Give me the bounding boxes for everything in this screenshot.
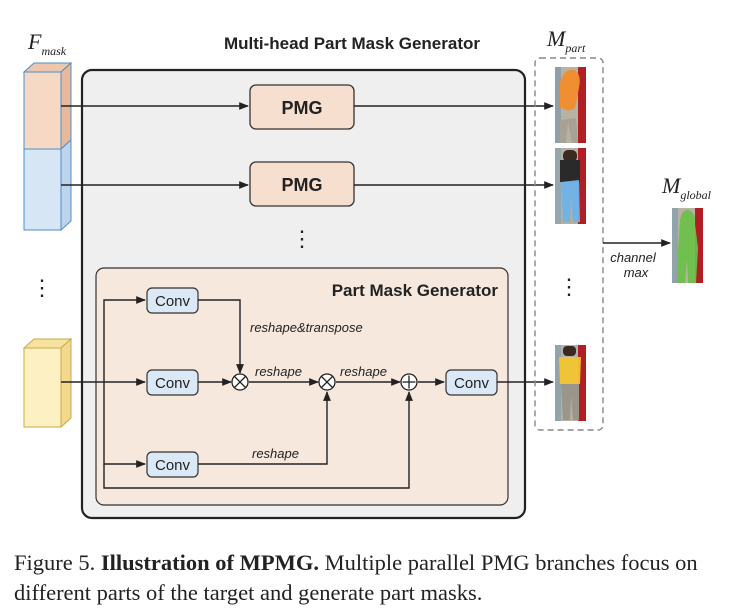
global-mask-image: [672, 208, 703, 283]
residual-path: [103, 391, 413, 489]
caption-prefix: Figure 5.: [14, 550, 96, 575]
feature-block-yellow: [22, 337, 73, 429]
pmg-block-1-label: PMG: [281, 98, 322, 118]
conv-block-top-label: Conv: [155, 293, 191, 310]
channel-max-label-line2: max: [624, 265, 649, 280]
pmg-block-1: [249, 84, 355, 130]
feature-block-orange: [22, 61, 73, 151]
m-global-label: Mglobal: [661, 173, 712, 202]
pmg-block-2-label: PMG: [281, 175, 322, 195]
part-masks-region: [534, 57, 604, 431]
edge-label-reshape-2: reshape: [340, 364, 387, 379]
edge-label-reshape-1: reshape: [255, 364, 302, 379]
multiply-op-1: [231, 373, 249, 391]
pmg-ellipsis: ⋮: [291, 226, 313, 251]
arrow-conv-top-to-mul-1: [198, 299, 244, 374]
figure-caption: Figure 5. Illustration of MPMG. Multiple…: [14, 548, 719, 608]
branch-to-conv-top: [103, 296, 146, 382]
multiply-op-2: [318, 373, 336, 391]
pmg-detail-title: Part Mask Generator: [332, 281, 499, 300]
edge-label-reshape-3: reshape: [252, 446, 299, 461]
conv-block-mid-label: Conv: [155, 375, 191, 392]
part-mask-image-3: [555, 345, 586, 421]
add-op: [400, 373, 418, 391]
feature-map-stack: [22, 61, 73, 429]
channel-max-label-line1: channel: [610, 250, 657, 265]
left-ellipsis: ⋮: [31, 275, 53, 300]
conv-block-bottom-label: Conv: [155, 457, 191, 474]
pmg-detail-panel: [95, 267, 509, 506]
part-mask-image-1: [555, 67, 586, 143]
caption-bold: Illustration of MPMG.: [100, 550, 319, 575]
right-ellipsis: ⋮: [558, 274, 580, 299]
arrow-conv-bottom-to-mul-2: [198, 391, 331, 465]
diagram-title: Multi-head Part Mask Generator: [224, 34, 480, 53]
m-part-label: Mpart: [546, 26, 586, 55]
part-mask-image-2: [555, 148, 586, 224]
pmg-block-2: [249, 161, 355, 207]
f-mask-label: Fmask: [27, 29, 67, 58]
conv-block-output-label: Conv: [454, 375, 490, 392]
diagram-svg: Fmask ⋮ Multi-head Part Mask Generator P…: [22, 26, 712, 520]
caption-body: Multiple parallel PMG branches focus on …: [14, 550, 698, 605]
edge-label-reshape-transpose: reshape&transpose: [250, 320, 363, 335]
